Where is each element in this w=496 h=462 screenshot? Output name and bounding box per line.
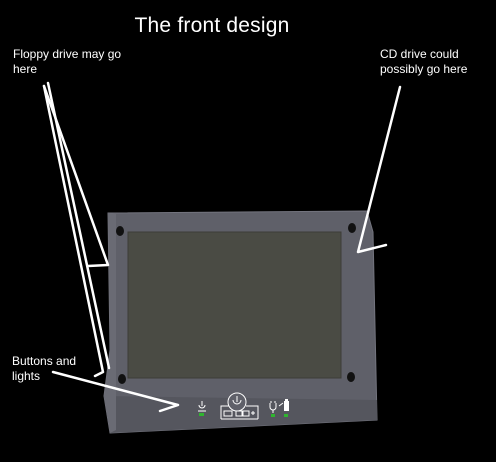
charge-led <box>271 414 275 417</box>
floppy-arrow-lower-2 <box>46 81 111 370</box>
floppy-drive-annotation: Floppy drive may go here <box>13 47 122 76</box>
battery-icon <box>235 410 243 417</box>
corner-screws <box>116 223 356 384</box>
screw-top-right <box>348 223 356 233</box>
device-screen <box>127 231 342 379</box>
buttons-lights-annotation: Buttons and lights <box>12 354 77 383</box>
screw-top-left <box>116 226 124 236</box>
buttons-arrow <box>51 370 180 413</box>
plug-battery-icon <box>269 399 289 417</box>
floppy-arrow-upper <box>42 84 110 268</box>
controls-panel <box>198 392 289 420</box>
power-button-icon <box>220 392 259 420</box>
power-icon <box>198 401 206 416</box>
floppy-arrow-lower <box>42 84 105 378</box>
diagram-title: The front design <box>134 14 290 37</box>
cd-drive-annotation: CD drive could possibly go here <box>380 47 468 76</box>
cd-arrow <box>356 85 402 254</box>
screw-bottom-left <box>118 374 126 384</box>
power-led <box>199 413 204 416</box>
screw-bottom-right <box>347 372 355 382</box>
battery-led <box>284 414 288 417</box>
battery-level-icon <box>284 401 289 411</box>
annotation-arrows <box>42 81 402 413</box>
